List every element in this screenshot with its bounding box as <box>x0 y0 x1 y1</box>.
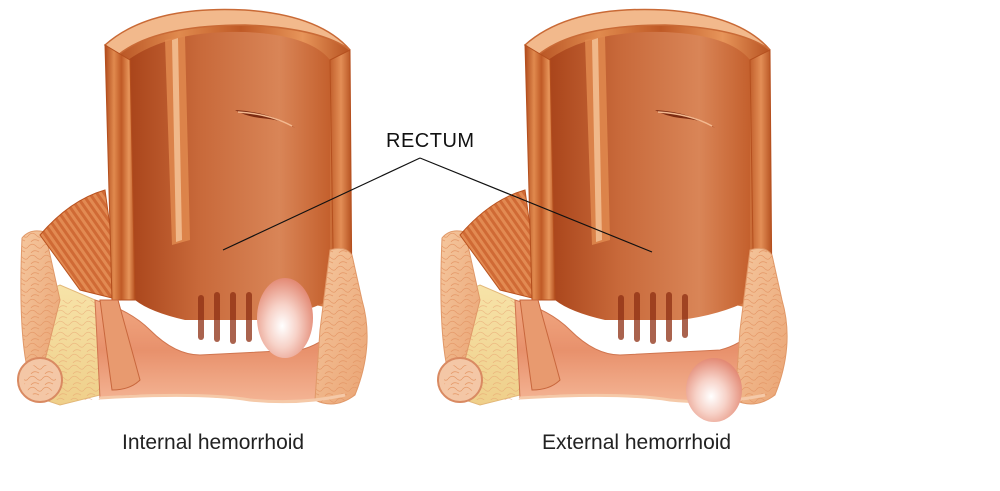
rectum-label: RECTUM <box>386 130 475 152</box>
external-hemorrhoid-illustration <box>436 7 789 422</box>
internal-hemorrhoid-illustration <box>16 7 369 407</box>
internal-hemorrhoid-caption: Internal hemorrhoid <box>122 431 305 454</box>
rectum-pointer-right <box>419 157 653 253</box>
internal-hemorrhoid-bulge <box>257 278 313 358</box>
external-hemorrhoid-bulge <box>686 358 742 422</box>
external-hemorrhoid-caption: External hemorrhoid <box>542 431 732 454</box>
rectum-pointer-left <box>222 157 421 251</box>
